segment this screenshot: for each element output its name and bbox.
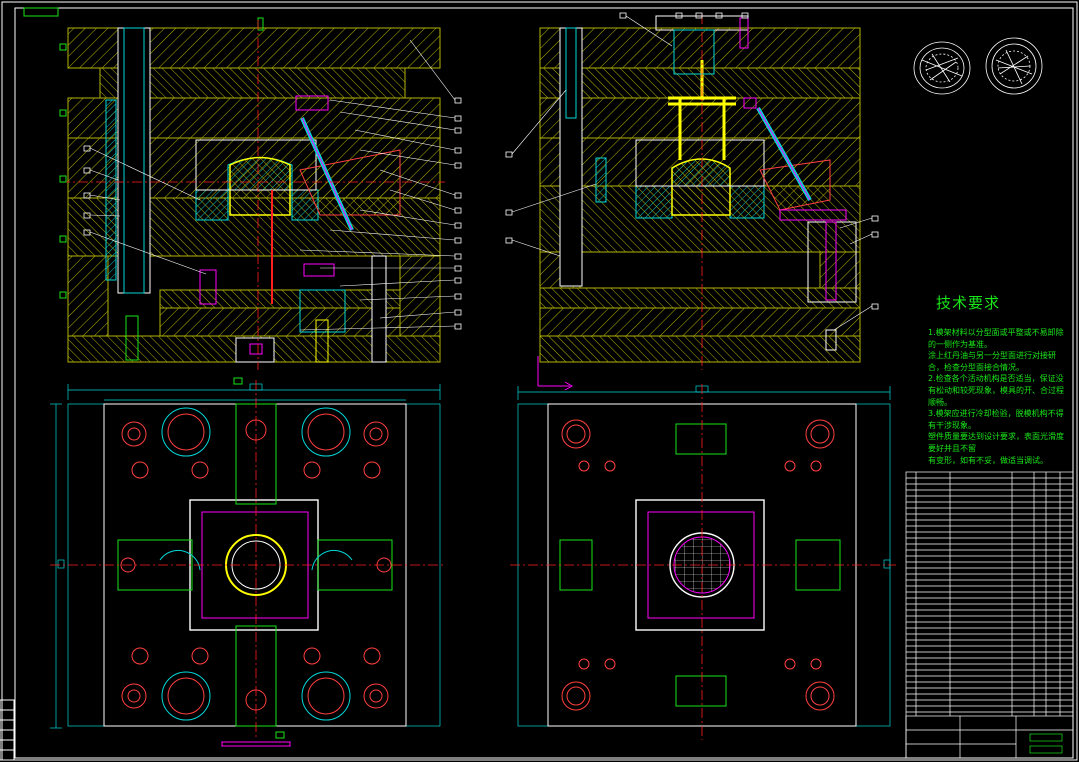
plan-view-left — [50, 377, 445, 747]
requirement-line: 1.模架材料以分型面或平整或不易卸除 — [928, 328, 1064, 337]
technical-requirements: 技术要求 1.模架材料以分型面或平整或不易卸除 的一侧作为基准。 涂上红丹油与另… — [928, 292, 1078, 466]
requirement-line: 有松动和较死现象，模具的开、合过程 — [928, 385, 1064, 395]
section-view-right — [505, 12, 879, 391]
requirement-line: 塑件质量要达到设计要求，表面光滑度 — [928, 432, 1064, 442]
plan-view-right — [510, 384, 896, 740]
part-isometric-views — [913, 37, 1043, 95]
requirement-line: 有干涉现象。 — [928, 420, 976, 430]
requirement-line: 2.检查各个活动机构是否适当，保证没 — [928, 374, 1064, 384]
title-block — [905, 471, 1074, 759]
requirement-line: 3.模架应进行冷却检验，脱模机构不得 — [928, 409, 1064, 419]
requirement-line: 有变形，如有不妥，做适当调试。 — [928, 455, 1048, 465]
section-view-left — [59, 17, 462, 370]
requirement-line: 的一侧作为基准。 — [928, 339, 992, 349]
requirement-line: 要好并且不留 — [928, 443, 976, 453]
technical-requirements-title: 技术要求 — [936, 294, 1001, 312]
requirement-line: 顺畅。 — [928, 397, 952, 407]
requirement-line: 涂上红丹油与另一分型面进行对接研 — [928, 351, 1056, 361]
requirement-line: 合，检查分型面接合情况。 — [928, 362, 1024, 372]
